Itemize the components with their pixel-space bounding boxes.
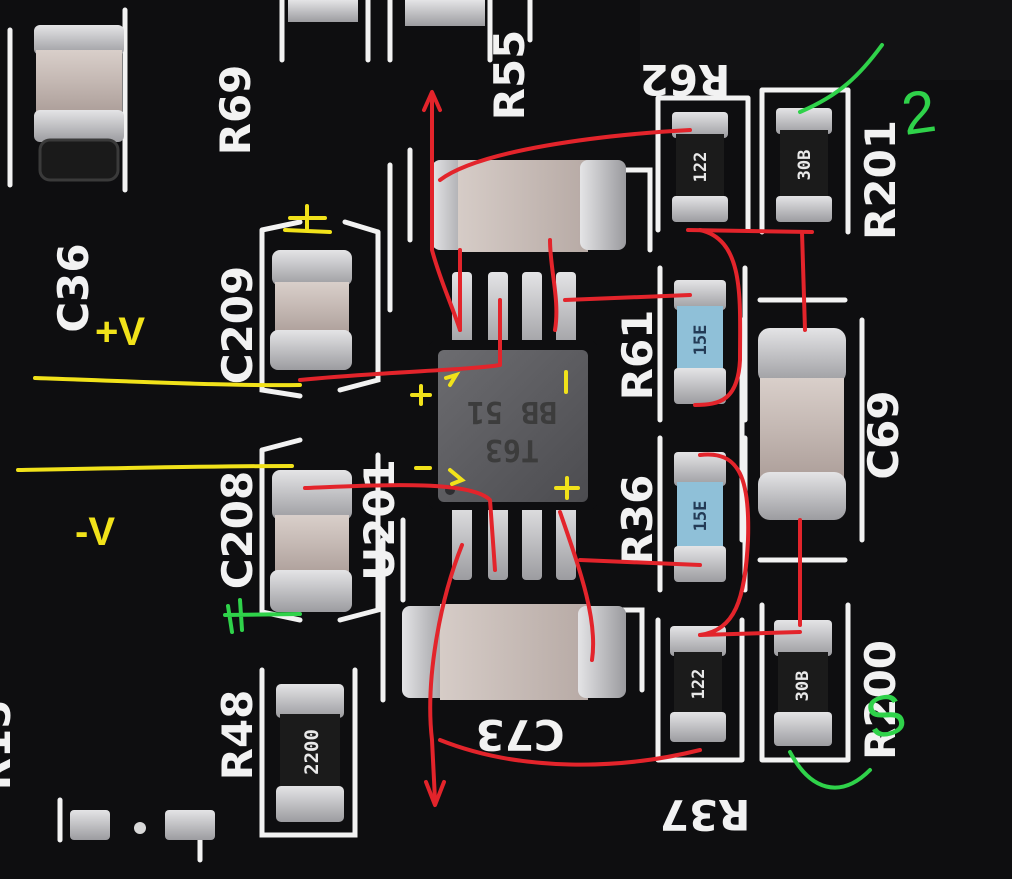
r36-code: 15E [691,501,711,532]
c36-capacitor [34,25,124,182]
c208-capacitor [270,470,352,612]
chip-marking-line2: BB 51 [467,394,557,429]
r200-code: 30B [793,671,813,702]
label-r55: R55 [485,30,534,121]
label-c209: C209 [213,266,262,385]
c73-top-capacitor [432,160,626,252]
r37-resistor: 122 [670,626,726,742]
chip-marking-line1: T63 [485,432,539,467]
r62-resistor: 122 [672,112,728,222]
label-r36: R36 [613,475,662,566]
r61-code: 15E [691,325,711,356]
r62-code: 122 [691,152,711,183]
r48-code: 2200 [301,729,323,775]
red-trace-annotations [298,90,814,807]
label-c36: C36 [49,243,98,332]
label-r15: R15 [0,700,20,791]
c73-capacitor [402,604,626,700]
yellow-annotations [16,204,580,500]
label-c69: C69 [859,390,908,479]
green-annotations [223,43,884,790]
label-c73: C73 [475,710,564,759]
r201-resistor: 30B [776,108,832,222]
r201-code: 30B [795,150,815,181]
label-u201: U201 [355,459,404,581]
r37-code: 122 [689,669,709,700]
label-r37: R37 [660,790,751,839]
label-r48: R48 [213,690,262,781]
c69-capacitor [758,328,846,520]
label-r200: R200 [856,640,905,760]
plus-v-annotation: +V [95,310,145,354]
r61-resistor: 15E [674,280,726,404]
r200-resistor: 30B [774,620,832,746]
u201-chip: T63 BB 51 [428,340,598,510]
label-r201: R201 [856,120,905,240]
r48-resistor: 2200 [276,684,344,822]
c209-capacitor [270,250,352,370]
label-r62: R62 [640,55,731,104]
label-r69: R69 [211,65,260,156]
label-c208: C208 [213,471,262,590]
minus-v-annotation: -V [75,510,115,554]
label-r61: R61 [613,310,662,401]
